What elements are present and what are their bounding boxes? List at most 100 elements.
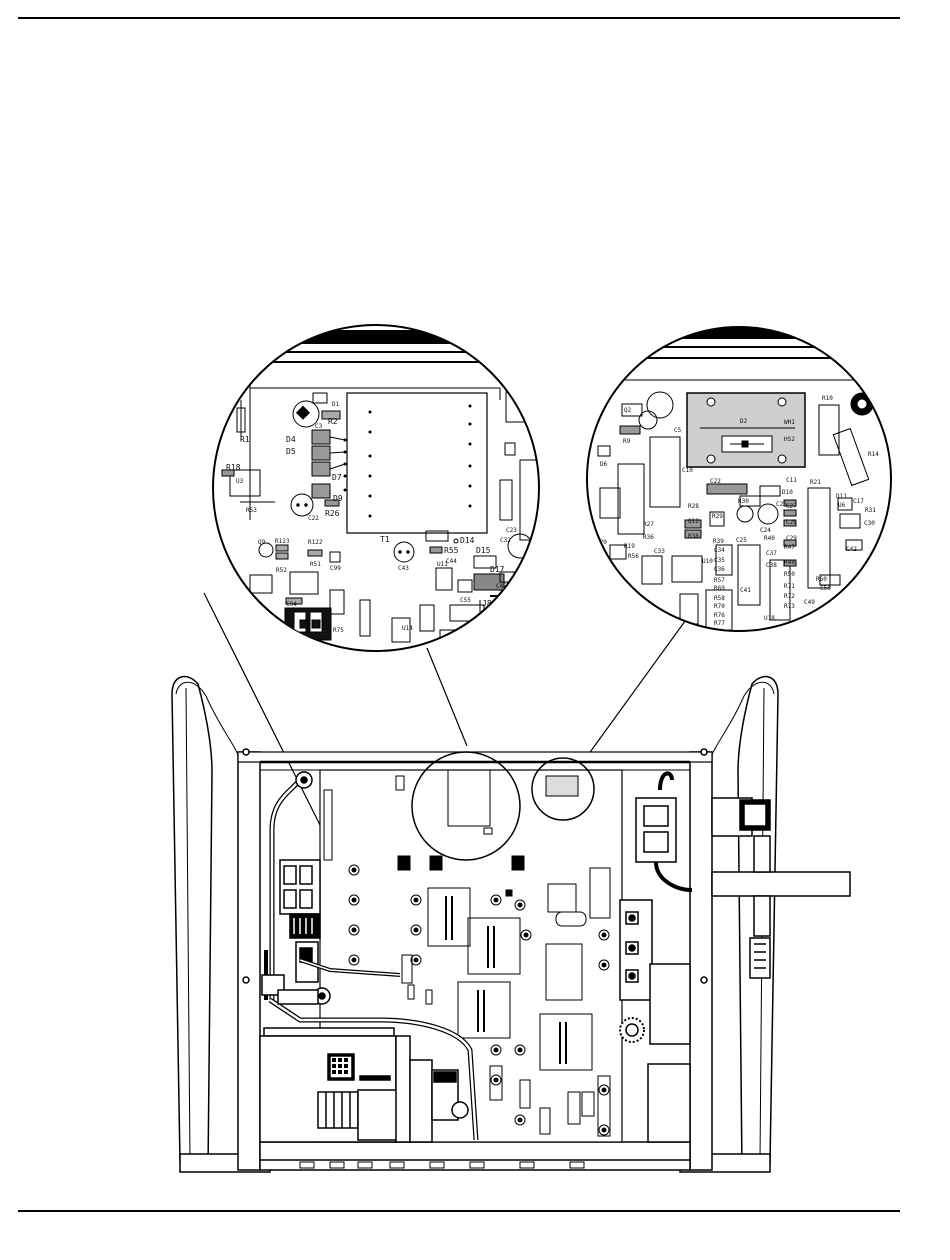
label-c41: C41 xyxy=(740,587,751,594)
label-j8: J8 xyxy=(482,599,492,608)
label-d2: D2 xyxy=(740,418,748,425)
label-r52: R52 xyxy=(276,567,287,574)
label-r47: R47 xyxy=(784,544,795,551)
label-d6: D6 xyxy=(600,461,608,468)
label-c24: C24 xyxy=(760,527,771,534)
label-r20: R20 xyxy=(596,539,607,546)
label-r27: R27 xyxy=(643,521,654,528)
label-r19: R19 xyxy=(624,543,635,550)
label-r48: R48 xyxy=(784,559,795,566)
label-u3: U3 xyxy=(236,478,244,485)
label-r70: R70 xyxy=(714,603,725,610)
machine-chassis xyxy=(171,675,851,1173)
label-c29: C29 xyxy=(786,535,797,542)
callout-left: R1 R2 R18 U3 R53 D4 D5 D7 D9 R26 C22 C3 … xyxy=(212,324,540,652)
label-d14: D14 xyxy=(460,536,475,545)
top-rule xyxy=(18,17,900,19)
label-r9: R9 xyxy=(623,438,631,445)
label-r36: R36 xyxy=(643,534,654,541)
label-c55: C55 xyxy=(460,597,471,604)
label-c99: C99 xyxy=(330,565,341,572)
label-r71: R71 xyxy=(784,583,795,590)
power-modules xyxy=(323,775,611,1137)
leader-line-left-b xyxy=(426,647,468,747)
label-hs2: HS2 xyxy=(784,436,795,443)
label-r29: R29 xyxy=(712,513,723,520)
label-d4: D4 xyxy=(286,435,296,444)
label-r123: R123 xyxy=(275,538,290,545)
label-c37: C37 xyxy=(766,550,777,557)
label-r75: R75 xyxy=(333,627,344,634)
label-wh1: WH1 xyxy=(784,419,795,426)
label-c49: C49 xyxy=(804,599,815,606)
label-r56: R56 xyxy=(628,553,639,560)
label-r73: R73 xyxy=(784,603,795,610)
label-r50: R50 xyxy=(784,571,795,578)
label-c94: C94 xyxy=(286,601,297,608)
label-q12: Q12 xyxy=(688,518,699,525)
label-u18: U18 xyxy=(764,615,775,622)
transformer-t1 xyxy=(346,392,488,534)
pcb-mounting-screws xyxy=(348,864,610,1136)
label-c10: C10 xyxy=(682,467,693,474)
label-d7: D7 xyxy=(332,473,342,482)
label-c43: C43 xyxy=(398,565,409,572)
label-r18: R18 xyxy=(226,463,241,472)
label-r51: R51 xyxy=(310,561,321,568)
label-r10: R10 xyxy=(822,395,833,402)
label-d5: D5 xyxy=(286,447,296,456)
label-c23: C23 xyxy=(506,527,517,534)
label-r14: R14 xyxy=(868,451,879,458)
label-r55: R55 xyxy=(444,546,459,555)
label-c36: C36 xyxy=(714,566,725,573)
label-c11: C11 xyxy=(786,477,797,484)
label-c35: C35 xyxy=(714,557,725,564)
label-d15: D15 xyxy=(476,546,491,555)
input-terminals xyxy=(279,859,321,983)
label-r39: R39 xyxy=(713,538,724,545)
label-r57: R57 xyxy=(714,577,725,584)
label-r72: R72 xyxy=(784,593,795,600)
label-c22r: C22 xyxy=(710,478,721,485)
callout-right: Q2 C5 R9 D6 D2 WH1 HS2 R10 R14 C10 C11 D… xyxy=(586,326,892,632)
label-u6: U6 xyxy=(838,502,846,509)
left-handle xyxy=(171,675,213,1171)
label-r76: R76 xyxy=(714,612,725,619)
leader-line-left-a xyxy=(203,592,331,846)
label-u14: U14 xyxy=(402,625,413,632)
label-c17: C17 xyxy=(853,498,864,505)
label-r40: R40 xyxy=(764,535,775,542)
label-c33: C33 xyxy=(654,548,665,555)
label-c34: C34 xyxy=(714,547,725,554)
label-c22: C22 xyxy=(308,515,319,522)
label-d17: D17 xyxy=(490,565,505,574)
label-c30: C30 xyxy=(864,520,875,527)
label-r26: R26 xyxy=(325,509,340,518)
label-r69: R69 xyxy=(714,585,725,592)
label-r53: R53 xyxy=(246,507,257,514)
label-u10: U10 xyxy=(702,558,713,565)
callout-right-border xyxy=(586,326,892,632)
label-d11: D11 xyxy=(836,493,847,500)
label-r38: R38 xyxy=(688,533,699,540)
label-c27: C27 xyxy=(786,503,797,510)
label-c44: C44 xyxy=(446,558,457,565)
label-r122: R122 xyxy=(308,539,323,546)
label-c26: C26 xyxy=(776,501,787,508)
label-d10: D10 xyxy=(782,489,793,496)
label-c5: C5 xyxy=(674,427,682,434)
label-r21: R21 xyxy=(810,479,821,486)
label-c28: C28 xyxy=(786,519,797,526)
label-t1: T1 xyxy=(380,535,390,544)
label-c25: C25 xyxy=(736,537,747,544)
label-c38: C38 xyxy=(766,562,777,569)
label-c42: C42 xyxy=(846,546,857,553)
label-u11: U11 xyxy=(437,561,448,568)
zoom-area-left xyxy=(411,751,521,861)
label-c3: C3 xyxy=(315,423,323,430)
zoom-area-right xyxy=(531,757,595,821)
label-r60: R60 xyxy=(816,576,827,583)
bottom-rule xyxy=(18,1210,900,1212)
label-r83: R83 xyxy=(284,612,295,619)
label-r28: R28 xyxy=(688,503,699,510)
